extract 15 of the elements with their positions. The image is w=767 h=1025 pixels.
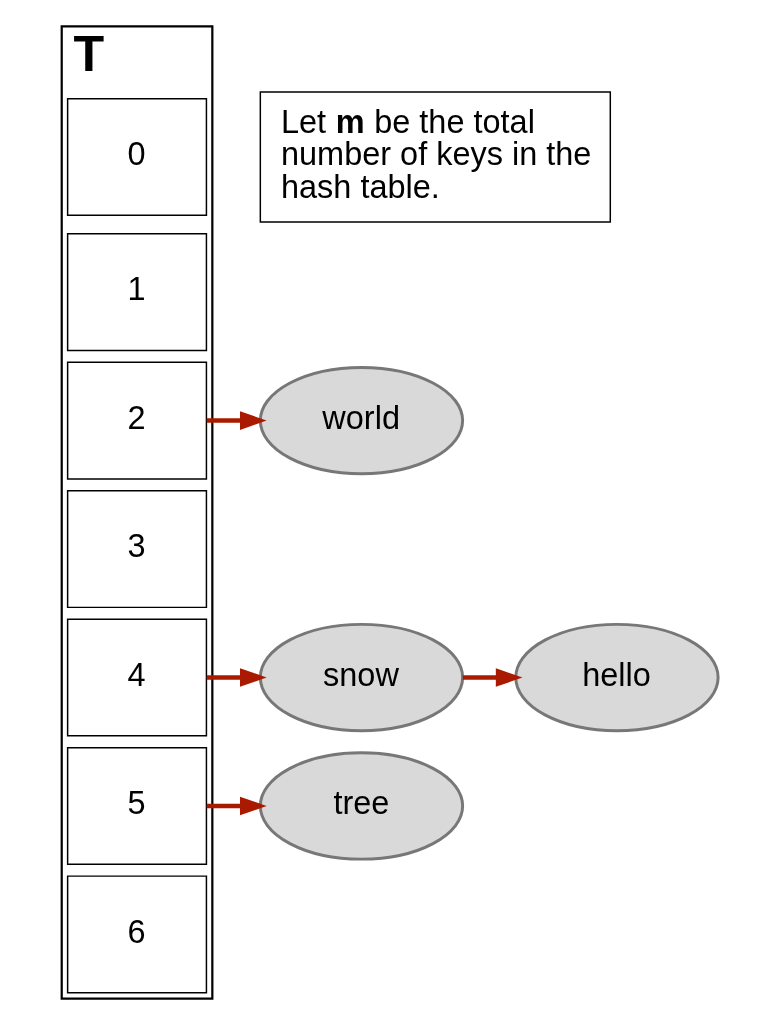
arrow (206, 411, 267, 430)
node-box: 0 (66, 97, 207, 217)
arrow (206, 796, 267, 816)
arrow (206, 668, 267, 687)
node-box: 4 (66, 618, 207, 737)
node-ellipse: world (258, 365, 464, 476)
node-box: 6 (66, 875, 207, 994)
arrow (462, 668, 522, 687)
node-ellipse: hello (513, 622, 720, 733)
node-box: 2 (66, 361, 207, 480)
node-box: 1 (66, 233, 207, 352)
node-ellipse: tree (258, 751, 464, 861)
node-box: 3 (66, 490, 207, 609)
node-ellipse: snow (258, 622, 464, 733)
node-box: 5 (66, 746, 207, 866)
